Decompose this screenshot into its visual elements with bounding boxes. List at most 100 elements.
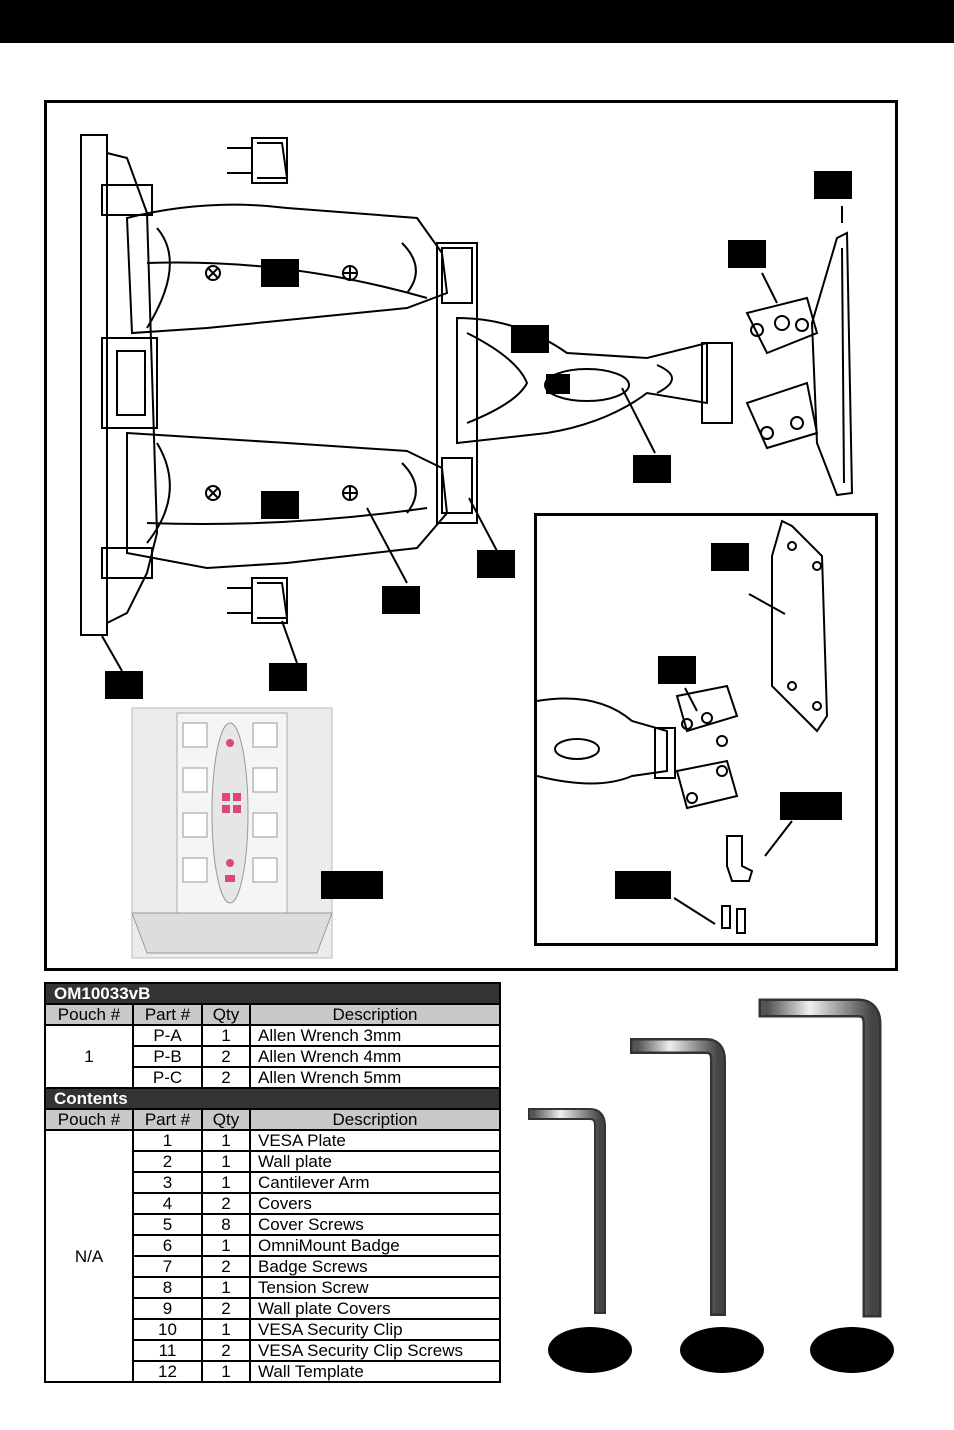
table-row: 11 2 VESA Security Clip Screws [45,1339,501,1362]
column-header-qty: Qty [201,1003,251,1026]
part-description: VESA Plate [249,1129,501,1152]
column-header-description: Description [249,1108,501,1131]
wall-plate-center-block [101,337,158,429]
part-qty: 2 [201,1339,251,1362]
callout-tag-icon [780,792,842,820]
callout-tag-icon [814,171,852,199]
lower-arm [126,431,449,570]
part-description: VESA Security Clip [249,1318,501,1341]
callout-tag-icon [269,663,307,691]
contents-label: Contents [44,1087,501,1110]
wall-plate [80,134,108,636]
part-number: 3 [132,1171,203,1194]
callout-tag-icon [511,325,549,353]
part-description: VESA Security Clip Screws [249,1339,501,1362]
part-qty: 1 [201,1129,251,1152]
part-description: Tension Screw [249,1276,501,1299]
exploded-diagram [44,100,898,971]
wrench-label-oval [548,1327,632,1373]
contents-header-row: Contents [44,1087,501,1110]
column-header-row: Pouch # Part # Qty Description [44,1108,501,1131]
part-description: Badge Screws [249,1255,501,1278]
column-header-qty: Qty [201,1108,251,1131]
allen-wrench-icon [528,998,882,1318]
wall-plate-cover-bottom [251,577,288,624]
column-header-part: Part # [132,1108,203,1131]
part-number: 6 [132,1234,203,1257]
table-row: 12 1 Wall Template [45,1360,501,1383]
part-qty: 1 [201,1234,251,1257]
table-row: 10 1 VESA Security Clip [45,1318,501,1341]
callout-tag-icon [477,550,515,578]
column-header-pouch: Pouch # [44,1003,134,1026]
table-row: N/A 1 1 VESA Plate [44,1129,501,1383]
top-black-bar [0,0,954,43]
column-header-pouch: Pouch # [44,1108,134,1131]
table-row: 3 1 Cantilever Arm [45,1171,501,1194]
swivel-post [701,342,733,424]
part-number: 8 [132,1276,203,1299]
column-header-description: Description [249,1003,501,1026]
part-qty: 2 [201,1066,251,1089]
wrench-label-oval [810,1327,894,1373]
table-row: 8 1 Tension Screw [45,1276,501,1299]
part-number: 10 [132,1318,203,1341]
part-qty: 1 [201,1171,251,1194]
part-number: 2 [132,1150,203,1173]
callout-tag-icon [105,671,143,699]
part-number: P-B [132,1045,203,1068]
part-description: Allen Wrench 5mm [249,1066,501,1089]
omnimount-badge [544,368,630,402]
model-header-row: OM10033vB [44,982,501,1005]
callout-tag-icon [728,240,766,268]
table-row: 5 8 Cover Screws [45,1213,501,1236]
part-qty: 1 [201,1360,251,1383]
part-number: P-C [132,1066,203,1089]
part-number: 5 [132,1213,203,1236]
callout-tag-icon [321,871,383,899]
part-description: Allen Wrench 3mm [249,1024,501,1047]
table-row: 7 2 Badge Screws [45,1255,501,1278]
part-number: 9 [132,1297,203,1320]
pouch-number: 1 [44,1024,134,1089]
part-description: Cantilever Arm [249,1171,501,1194]
callout-tag-icon [711,543,749,571]
callout-tag-icon [658,656,696,684]
wrench-label-oval [680,1327,764,1373]
part-number: 7 [132,1255,203,1278]
pouch-number: N/A [44,1129,134,1383]
table-row: 1 P-A 1 Allen Wrench 3mm [44,1024,501,1089]
part-qty: 8 [201,1213,251,1236]
callout-tag-icon [633,455,671,483]
column-header-row: Pouch # Part # Qty Description [44,1003,501,1026]
table-row: 9 2 Wall plate Covers [45,1297,501,1320]
wall-plate-edge [106,152,159,624]
table-row: 6 1 OmniMount Badge [45,1234,501,1257]
part-qty: 1 [201,1318,251,1341]
part-number: 4 [132,1192,203,1215]
security-clip-detail [534,513,878,946]
vesa-plate [810,231,854,497]
callout-tag-icon [615,871,671,899]
wall-plate-cover-top [251,137,288,184]
wall-plate-bracket-top [101,184,153,216]
part-description: Cover Screws [249,1213,501,1236]
part-number: P-A [132,1024,203,1047]
part-description: OmniMount Badge [249,1234,501,1257]
part-number: 12 [132,1360,203,1383]
part-number: 1 [132,1129,203,1152]
part-qty: 2 [201,1192,251,1215]
part-number: 11 [132,1339,203,1362]
part-description: Wall Template [249,1360,501,1383]
part-qty: 2 [201,1045,251,1068]
table-row: P-B 2 Allen Wrench 4mm [45,1045,501,1068]
part-description: Wall plate Covers [249,1297,501,1320]
part-description: Allen Wrench 4mm [249,1045,501,1068]
part-qty: 2 [201,1255,251,1278]
cantilever-arm [456,316,708,445]
table-row: 2 1 Wall plate [45,1150,501,1173]
callout-tag-icon [261,491,299,519]
security-clip-drawing [537,519,829,934]
table-row: 4 2 Covers [45,1192,501,1215]
part-description: Covers [249,1192,501,1215]
